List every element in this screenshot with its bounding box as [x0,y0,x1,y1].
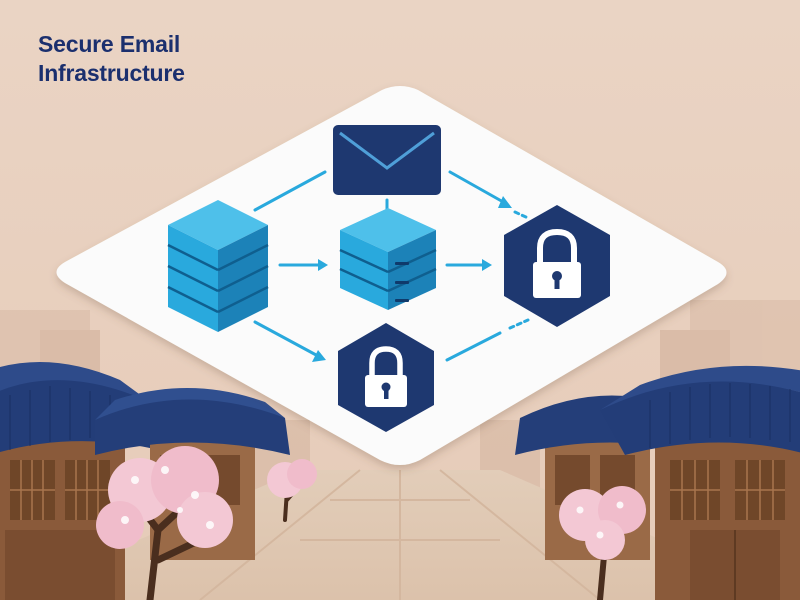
padlock-hexagon-right-icon [504,205,610,327]
mail-server-stack-left-icon [167,200,269,332]
arrow-stack-to-bottom-lock [253,320,320,358]
title-line-2: Infrastructure [38,60,185,86]
cherry-blossom-tree-small-left [267,459,317,522]
arrow-bottom-lock-to-right-lock [445,331,502,362]
cherry-blossom-tree-right [559,486,646,600]
connection-arrows [253,170,530,362]
padlock-hexagon-bottom-icon [338,323,434,432]
illustration-title: Secure Email Infrastructure [38,30,185,88]
mail-server-center-icon [339,208,437,310]
hanok-house-right [600,365,800,600]
arrow-stack-to-envelope [253,170,327,212]
arrow-envelope-to-right-lock [448,170,507,205]
street-lines [199,469,601,600]
email-envelope-icon [333,125,441,195]
arrow-bottom-lock-dash [508,318,530,330]
title-line-1: Secure Email [38,31,181,57]
cherry-blossom-tree-left [96,446,233,600]
arrow-right-dash [513,210,530,220]
